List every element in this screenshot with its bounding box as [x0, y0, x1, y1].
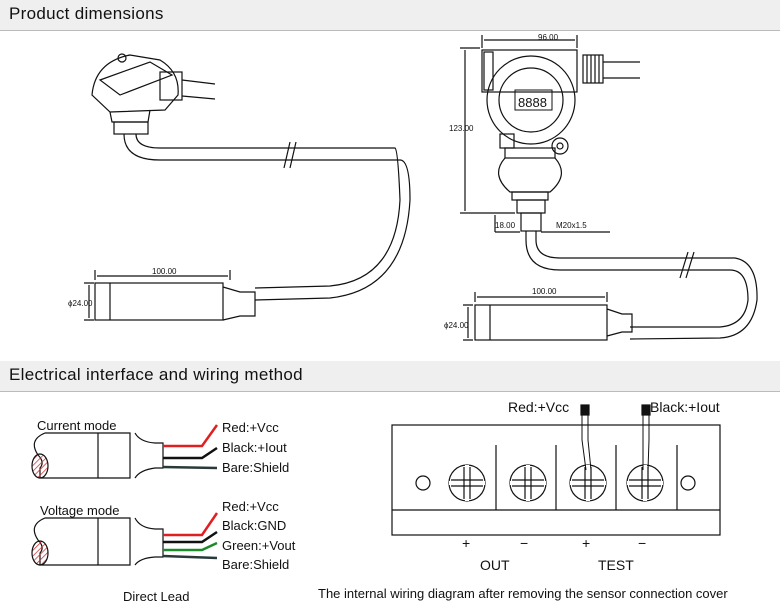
- wire-label: Black:+Iout: [222, 440, 287, 455]
- wire-label: Bare:Shield: [222, 557, 289, 572]
- dimension-label: 123.00: [449, 124, 474, 133]
- dimension-label: 96.00: [538, 33, 559, 42]
- transmitter-sensor: 8888 96.00 123.00 18.00: [444, 33, 758, 341]
- dimension-label: 18.00: [495, 221, 516, 230]
- terminal-block: [391, 404, 721, 536]
- screw-terminals: [448, 464, 664, 502]
- section-title: Electrical interface and wiring method: [9, 365, 303, 384]
- voltage-mode-label: Voltage mode: [40, 503, 120, 518]
- section-header-wiring: Electrical interface and wiring method: [0, 361, 780, 392]
- polarity-label: +: [582, 535, 590, 551]
- dimension-label: ϕ24.00: [68, 299, 93, 308]
- current-mode-diagram: [31, 424, 219, 479]
- junction-head-sensor: 100.00 ϕ24.00: [68, 53, 411, 321]
- dimension-label: 100.00: [152, 267, 177, 276]
- section-header-dimensions: Product dimensions: [0, 0, 780, 31]
- display-digits: 8888: [518, 95, 547, 110]
- polarity-label: −: [638, 535, 646, 551]
- polarity-label: −: [520, 535, 528, 551]
- direct-lead-caption: Direct Lead: [123, 589, 189, 604]
- wire-label: Red:+Vcc: [222, 499, 279, 514]
- wire-label: Bare:Shield: [222, 460, 289, 475]
- terminal-caption: The internal wiring diagram after removi…: [318, 586, 728, 601]
- polarity-label: +: [462, 535, 470, 551]
- group-label-test: TEST: [598, 557, 634, 573]
- wire-label: Black:GND: [222, 518, 286, 533]
- voltage-mode-diagram: [31, 512, 219, 566]
- current-mode-label: Current mode: [37, 418, 116, 433]
- dimension-label: 100.00: [532, 287, 557, 296]
- wire-label: Green:+Vout: [222, 538, 296, 553]
- dimension-label: ϕ24.00: [444, 321, 469, 330]
- wire-label: Red:+Vcc: [508, 399, 569, 415]
- group-label-out: OUT: [480, 557, 510, 573]
- wire-label: Black:+Iout: [650, 399, 720, 415]
- dimension-label: M20x1.5: [556, 221, 587, 230]
- section-title: Product dimensions: [9, 4, 164, 23]
- wire-label: Red:+Vcc: [222, 420, 279, 435]
